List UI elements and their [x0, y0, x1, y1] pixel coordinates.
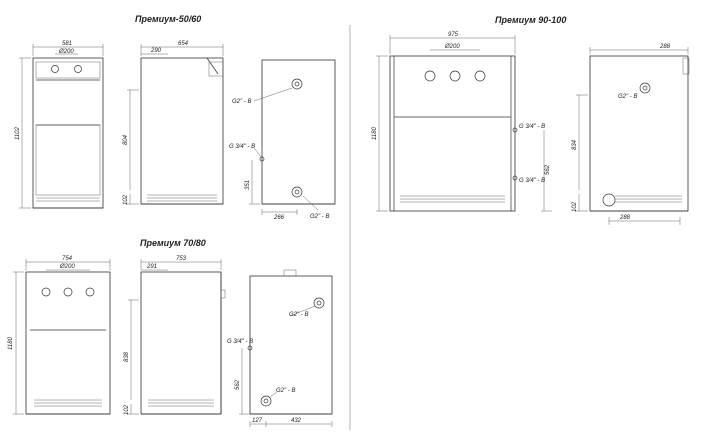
p5060-side-view — [127, 44, 224, 205]
p7080-g2-top: G2" - B — [289, 312, 308, 318]
p90100-front-view — [376, 35, 552, 212]
p90100-side-view — [576, 47, 690, 225]
p7080-height-562: 562 — [235, 379, 241, 390]
p7080-side-view — [128, 259, 226, 415]
p5060-front-view — [19, 44, 104, 209]
p5060-height-351: 351 — [245, 180, 251, 190]
p90100-height-562: 562 — [545, 164, 551, 175]
p7080-height-838: 838 — [124, 351, 130, 362]
p90100-height-102: 102 — [572, 201, 578, 212]
p5060-rear-view — [249, 59, 336, 215]
title-premium-70-80: Премиум 70/80 — [140, 238, 206, 248]
p90100-height-834: 834 — [572, 139, 578, 150]
p5060-flue-diameter: Ø200 — [58, 49, 74, 55]
p90100-height-1180: 1180 — [372, 126, 378, 140]
p5060-width-581: 581 — [62, 41, 72, 47]
p7080-flue-diameter: Ø200 — [59, 264, 75, 270]
p5060-depth-654: 654 — [178, 41, 189, 47]
p7080-g2-bottom: G2" - B — [276, 388, 295, 394]
p7080-height-102: 102 — [124, 404, 130, 415]
p5060-g2-top: G2" - B — [232, 99, 251, 105]
p7080-width-754: 754 — [62, 256, 73, 262]
p5060-g34: G 3/4" - B — [229, 144, 255, 150]
p7080-width-127: 127 — [252, 418, 263, 424]
p7080-offset-291: 291 — [146, 264, 157, 270]
p7080-depth-753: 753 — [176, 256, 187, 262]
p90100-flue-diameter: Ø200 — [444, 44, 460, 50]
p7080-height-1180: 1180 — [8, 336, 14, 350]
title-premium-50-60: Премиум-50/60 — [135, 14, 201, 24]
p7080-rear-view — [239, 269, 333, 427]
p5060-height-102: 102 — [123, 194, 129, 205]
p90100-g34-top: G 3/4" - B — [519, 124, 545, 130]
p7080-width-432: 432 — [291, 418, 302, 424]
p5060-height-1102: 1102 — [15, 126, 21, 140]
p90100-width-288-top: 288 — [659, 44, 671, 50]
p5060-offset-290: 290 — [150, 48, 162, 54]
title-premium-90-100: Премиум 90-100 — [495, 15, 566, 25]
p5060-g2-bottom: G2" - B — [310, 214, 329, 220]
p7080-g34: G 3/4" - B — [227, 339, 253, 345]
p5060-width-266: 266 — [273, 215, 285, 221]
p7080-front-view — [13, 259, 111, 415]
p90100-width-288-bottom: 288 — [619, 215, 631, 221]
p90100-g34-bottom: G 3/4" - B — [519, 178, 545, 184]
p90100-g2: G2" - B — [618, 94, 637, 100]
p5060-height-804: 804 — [123, 134, 129, 145]
p90100-width-975: 975 — [448, 32, 459, 38]
